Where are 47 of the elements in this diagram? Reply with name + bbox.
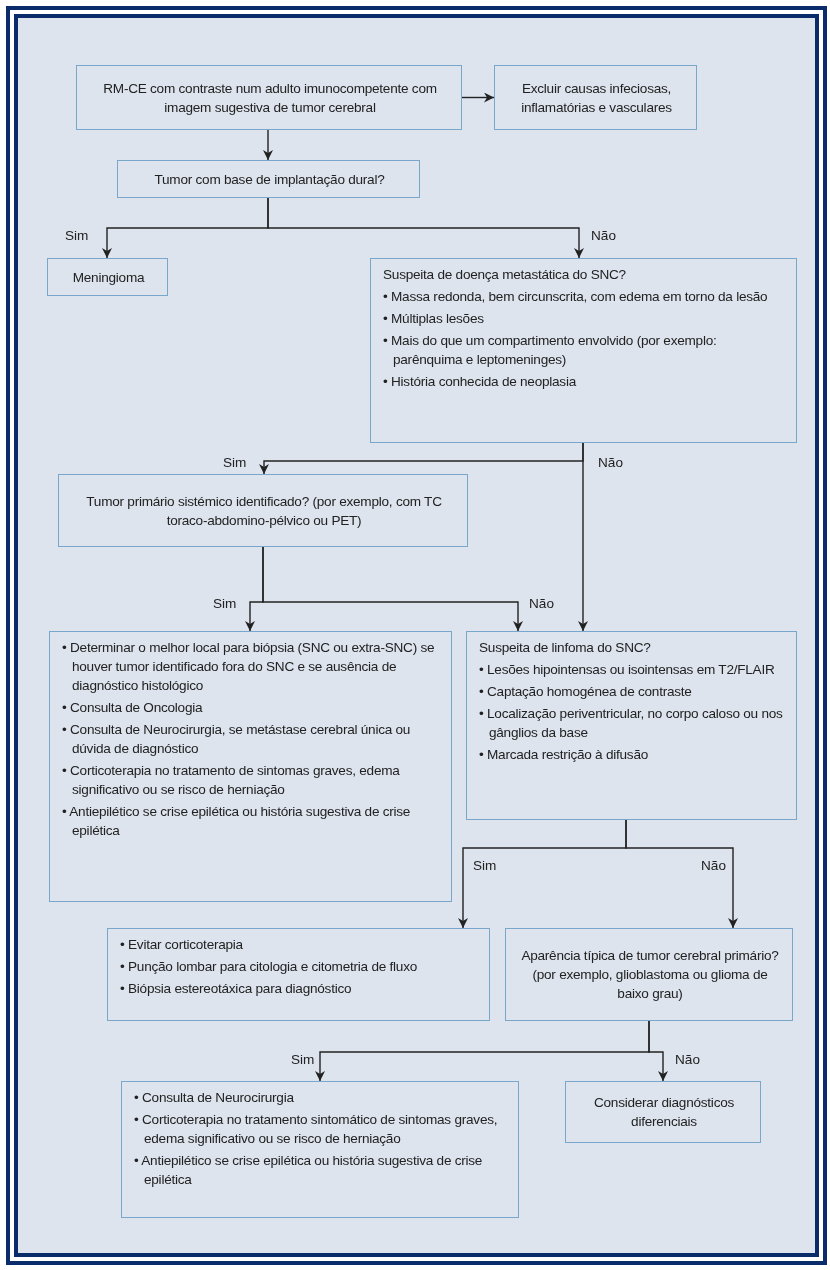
bullet-item: • Massa redonda, bem circunscrita, com edema em torno da lesão xyxy=(383,288,769,306)
process-box xyxy=(76,65,462,130)
process-box xyxy=(505,928,793,1021)
bullet-item: • Mais do que um compartimento envolvido (por exemplo: parênquima e leptomeninges) xyxy=(383,332,718,369)
bullet-item: • Determinar o melhor local para biópsia (SNC ou extra-SNC) se houver tumor identificado fora do SNC e se ausência de diagnóstico histológico xyxy=(62,639,436,695)
question-text: Tumor com base de implantação dural? xyxy=(154,170,385,189)
box-text: RM-CE com contraste num adulto imunocompetente com imagem sugestiva de tumor cerebral xyxy=(102,79,438,117)
bullet-item: • Múltiplas lesões xyxy=(383,310,485,328)
process-box xyxy=(565,1081,761,1143)
process-box xyxy=(47,258,168,296)
bullet-item: • Captação homogénea de contraste xyxy=(479,683,693,701)
bullet-item: • Antiepilético se crise epilética ou história sugestiva de crise epilética xyxy=(62,803,412,840)
decision-box xyxy=(466,631,797,820)
arrow xyxy=(262,546,523,632)
bullet-item: • Lesões hipointensas ou isointensas em T2/FLAIR xyxy=(479,661,776,679)
process-box xyxy=(58,474,468,547)
question-text: Suspeita de doença metastática do SNC? xyxy=(383,266,627,284)
box-text: Meningioma xyxy=(72,268,145,287)
bullet-item: • Consulta de Oncologia xyxy=(62,699,204,717)
arrow xyxy=(648,1020,668,1082)
process-box xyxy=(494,65,697,130)
process-box xyxy=(121,1081,519,1218)
arrow xyxy=(461,92,495,103)
bullet-item: • Antiepilético se crise epilética ou história sugestiva de crise epilética xyxy=(134,1152,484,1189)
arrow xyxy=(267,197,584,259)
process-box xyxy=(117,160,420,198)
bullet-item: • Localização periventricular, no corpo caloso ou nos gânglios da base xyxy=(479,705,784,742)
question-text: Suspeita de linfoma do SNC? xyxy=(479,639,652,657)
bullet-item: • Evitar corticoterapia xyxy=(120,936,244,954)
bullet-item: • Corticoterapia no tratamento sintomático de sintomas graves, edema significativo ou se risco de herniação xyxy=(134,1111,499,1148)
bullet-item: • História conhecida de neoplasia xyxy=(383,373,578,391)
box-text: Tumor primário sistémico identificado? (por exemplo, com TC toraco-abdomino-pélvico ou PET) xyxy=(85,492,443,530)
arrow xyxy=(263,129,273,161)
bullet-item: • Corticoterapia no tratamento de sintomas graves, edema significativo ou se risco de herniação xyxy=(62,762,401,799)
bullet-item: • Punção lombar para citologia e citometria de fluxo xyxy=(120,958,419,976)
bullet-item: • Biópsia estereotáxica para diagnóstico xyxy=(120,980,353,998)
box-text: Aparência típica de tumor cerebral primário? (por exemplo, glioblastoma ou glioma de baixo grau) xyxy=(520,947,780,1003)
box-text: Excluir causas infeciosas, inflamatórias e vasculares xyxy=(520,79,673,117)
process-box xyxy=(107,928,490,1021)
arrow xyxy=(625,819,738,929)
box-text: Considerar diagnósticos diferenciais xyxy=(592,1094,736,1131)
bullet-item: • Consulta de Neurocirurgia xyxy=(134,1089,295,1107)
bullet-item: • Marcada restrição à difusão xyxy=(479,746,650,764)
process-box xyxy=(49,631,452,902)
decision-box xyxy=(370,258,797,443)
bullet-item: • Consulta de Neurocirurgia, se metástase cerebral única ou dúvida de diagnóstico xyxy=(62,721,412,758)
arrow xyxy=(578,442,588,632)
